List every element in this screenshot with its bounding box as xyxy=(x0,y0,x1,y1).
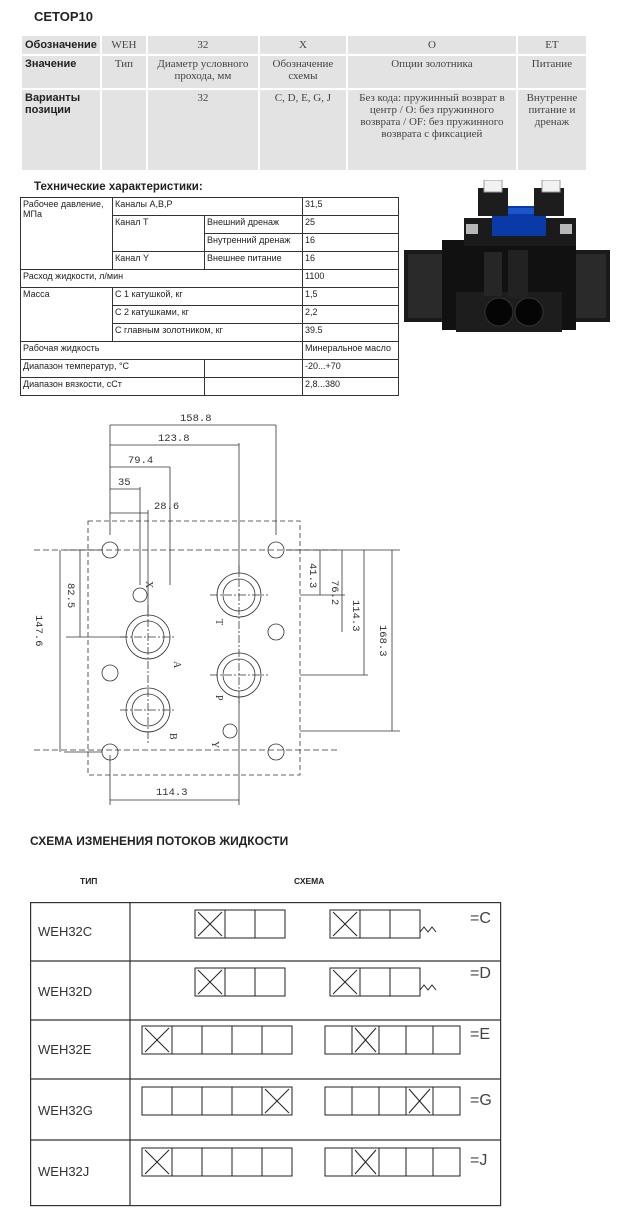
eq-e: =E xyxy=(470,1026,491,1043)
eq-g: =G xyxy=(470,1092,492,1109)
cell: -20...+70 xyxy=(302,359,399,378)
cell: 16 xyxy=(302,251,399,270)
cell: Масса xyxy=(20,287,113,342)
dim-158: 158.8 xyxy=(180,413,212,425)
cell: Значение xyxy=(22,56,100,88)
cell: X xyxy=(259,36,346,54)
mounting-drawing: 158.8 123.8 79.4 35 28.6 114.3 41.3 76.2… xyxy=(32,413,400,805)
cell: 31,5 xyxy=(302,197,399,216)
port-t: T xyxy=(213,619,224,625)
spec-meaning-row: Значение Тип Диаметр условного прохода, … xyxy=(22,56,586,88)
cell xyxy=(101,90,146,170)
dim-114-right: 114.3 xyxy=(349,600,361,632)
type-e: WEH32E xyxy=(38,1042,92,1057)
port-p: P xyxy=(213,695,224,701)
eq-d: =D xyxy=(470,965,491,982)
port-b: B xyxy=(167,733,178,740)
cell: Диаметр условного прохода, мм xyxy=(147,56,258,88)
cell: Диапазон температур, °C xyxy=(20,359,205,378)
cell: Канал Y xyxy=(112,251,205,270)
dim-114-bottom: 114.3 xyxy=(156,787,188,799)
cell: С 1 катушкой, кг xyxy=(112,287,303,306)
dim-35: 35 xyxy=(118,477,131,489)
dim-123: 123.8 xyxy=(158,433,190,445)
dim-41: 41.3 xyxy=(306,563,318,588)
cell: Тип xyxy=(101,56,146,88)
port-a: A xyxy=(171,661,182,669)
cell: Внутренний дренаж xyxy=(204,233,303,252)
cell: Внутренне питание и дренаж xyxy=(517,90,586,170)
cell: Без кода: пружинный возврат в центр / О:… xyxy=(347,90,516,170)
port-x: X xyxy=(143,581,154,589)
type-d: WEH32D xyxy=(38,984,93,999)
cell: 16 xyxy=(302,233,399,252)
eq-j: =J xyxy=(470,1152,488,1169)
cell: WEH xyxy=(101,36,146,54)
cell: 2,8...380 xyxy=(302,377,399,396)
cell: 32 xyxy=(147,90,258,170)
dim-76: 76.2 xyxy=(328,580,340,605)
spec-header-row: Обозначение WEH 32 X O ET xyxy=(22,36,586,54)
cell: Обозначение схемы xyxy=(259,56,346,88)
cell: Диапазон вязкости, сСт xyxy=(20,377,205,396)
type-c: WEH32C xyxy=(38,924,93,939)
cell: Опции золотника xyxy=(347,56,516,88)
dim-147: 147.6 xyxy=(32,615,44,647)
cell: С главным золотником, кг xyxy=(112,323,303,342)
type-g: WEH32G xyxy=(38,1103,93,1118)
cell: Расход жидкости, л/мин xyxy=(20,269,303,288)
cell: Внешний дренаж xyxy=(204,215,303,234)
flow-title: СХЕМА ИЗМЕНЕНИЯ ПОТОКОВ ЖИДКОСТИ xyxy=(30,834,289,848)
cell: Внешнее питание xyxy=(204,251,303,270)
dim-28: 28.6 xyxy=(154,501,179,513)
col-scheme: СХЕМА xyxy=(294,876,325,886)
dim-79: 79.4 xyxy=(128,455,153,467)
tech-table: Рабочее давление, МПа Каналы A,B,P 31,5 … xyxy=(20,197,399,396)
cell: Рабочая жидкость xyxy=(20,341,303,360)
cell: 2,2 xyxy=(302,305,399,324)
cell: 1,5 xyxy=(302,287,399,306)
outline xyxy=(87,520,301,776)
eq-c: =C xyxy=(470,910,491,927)
cell: Минеральное масло xyxy=(302,341,399,360)
dim-168: 168.3 xyxy=(376,625,388,657)
flow-schematic xyxy=(30,902,502,1207)
port-y: Y xyxy=(209,741,220,748)
dim-82: 82.5 xyxy=(64,583,76,608)
cell: 1100 xyxy=(302,269,399,288)
type-j: WEH32J xyxy=(38,1164,90,1179)
spec-variants-row: Варианты позиции 32 C, D, E, G, J Без ко… xyxy=(22,90,586,170)
cell: C, D, E, G, J xyxy=(259,90,346,170)
cell: Варианты позиции xyxy=(22,90,100,170)
col-type: ТИП xyxy=(80,876,98,886)
cell: 32 xyxy=(147,36,258,54)
tech-title: Технические характеристики: xyxy=(34,181,203,193)
cell: ET xyxy=(517,36,586,54)
cell: 39.5 xyxy=(302,323,399,342)
cell: С 2 катушками, кг xyxy=(112,305,303,324)
cell: Канал T xyxy=(112,215,205,252)
cell: O xyxy=(347,36,516,54)
page-title: CETOP10 xyxy=(34,9,94,24)
valve-photo xyxy=(404,180,610,332)
cell: Каналы A,B,P xyxy=(112,197,303,216)
spec-table: Обозначение WEH 32 X O ET Значение Тип Д… xyxy=(20,34,588,172)
cell: Обозначение xyxy=(22,36,100,54)
cell: Рабочее давление, МПа xyxy=(20,197,113,270)
cell: Питание xyxy=(517,56,586,88)
cell: 25 xyxy=(302,215,399,234)
